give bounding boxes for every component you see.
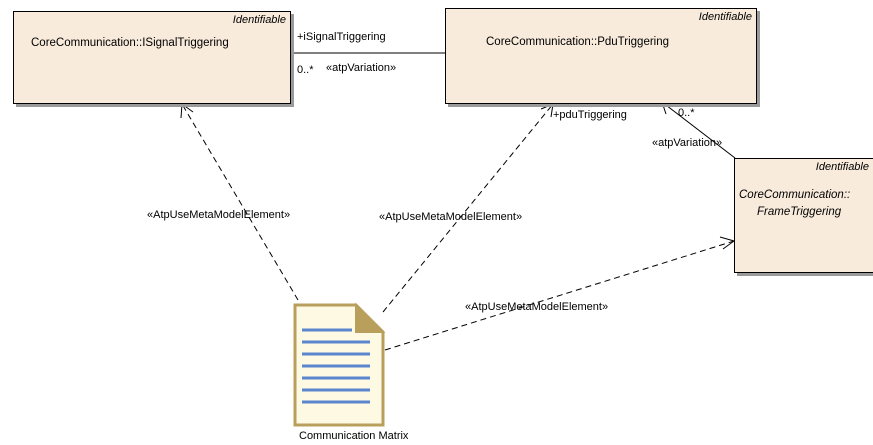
stereotype-label: Identifiable (815, 161, 869, 173)
pdu-role-label: +pduTriggering (553, 109, 627, 121)
dependency-arrowhead-pdu (540, 103, 554, 118)
class-pdu-triggering[interactable]: Identifiable CoreCommunication::PduTrigg… (445, 8, 757, 104)
dependency-label-isignal: «AtpUseMetaModelElement» (147, 209, 291, 221)
isignal-atpvariation-label: «atpVariation» (326, 62, 397, 74)
class-isignal-triggering[interactable]: Identifiable CoreCommunication::ISignalT… (13, 11, 291, 104)
dependency-label-frame: «AtpUseMetaModelElement» (465, 301, 609, 313)
stereotype-label: Identifiable (232, 14, 286, 26)
pdu-multiplicity-label: 0..* (678, 107, 695, 119)
pdu-association-line (661, 101, 736, 159)
class-frame-triggering[interactable]: Identifiable CoreCommunication:: FrameTr… (734, 158, 873, 273)
class-name-line1: CoreCommunication:: (739, 189, 851, 201)
class-name: CoreCommunication::PduTriggering (486, 36, 670, 48)
dependency-line-isignal (181, 103, 299, 301)
document-icon (293, 302, 386, 427)
dependency-line-frame (384, 240, 735, 351)
isignal-role-label: +iSignalTriggering (297, 31, 386, 43)
dependency-line-pdu (382, 103, 554, 313)
dependency-arrowhead-isignal (180, 103, 194, 119)
isignal-multiplicity-label: 0..* (297, 64, 314, 76)
stereotype-label: Identifiable (698, 11, 752, 23)
dependency-label-pdu: «AtpUseMetaModelElement» (379, 211, 523, 223)
artifact-name-label: Communication Matrix (299, 430, 409, 442)
dependency-arrowhead-frame (719, 236, 736, 250)
pdu-atpvariation-label: «atpVariation» (652, 137, 723, 149)
class-name: CoreCommunication::ISignalTriggering (31, 37, 229, 49)
class-name-line2: FrameTriggering (757, 206, 842, 218)
